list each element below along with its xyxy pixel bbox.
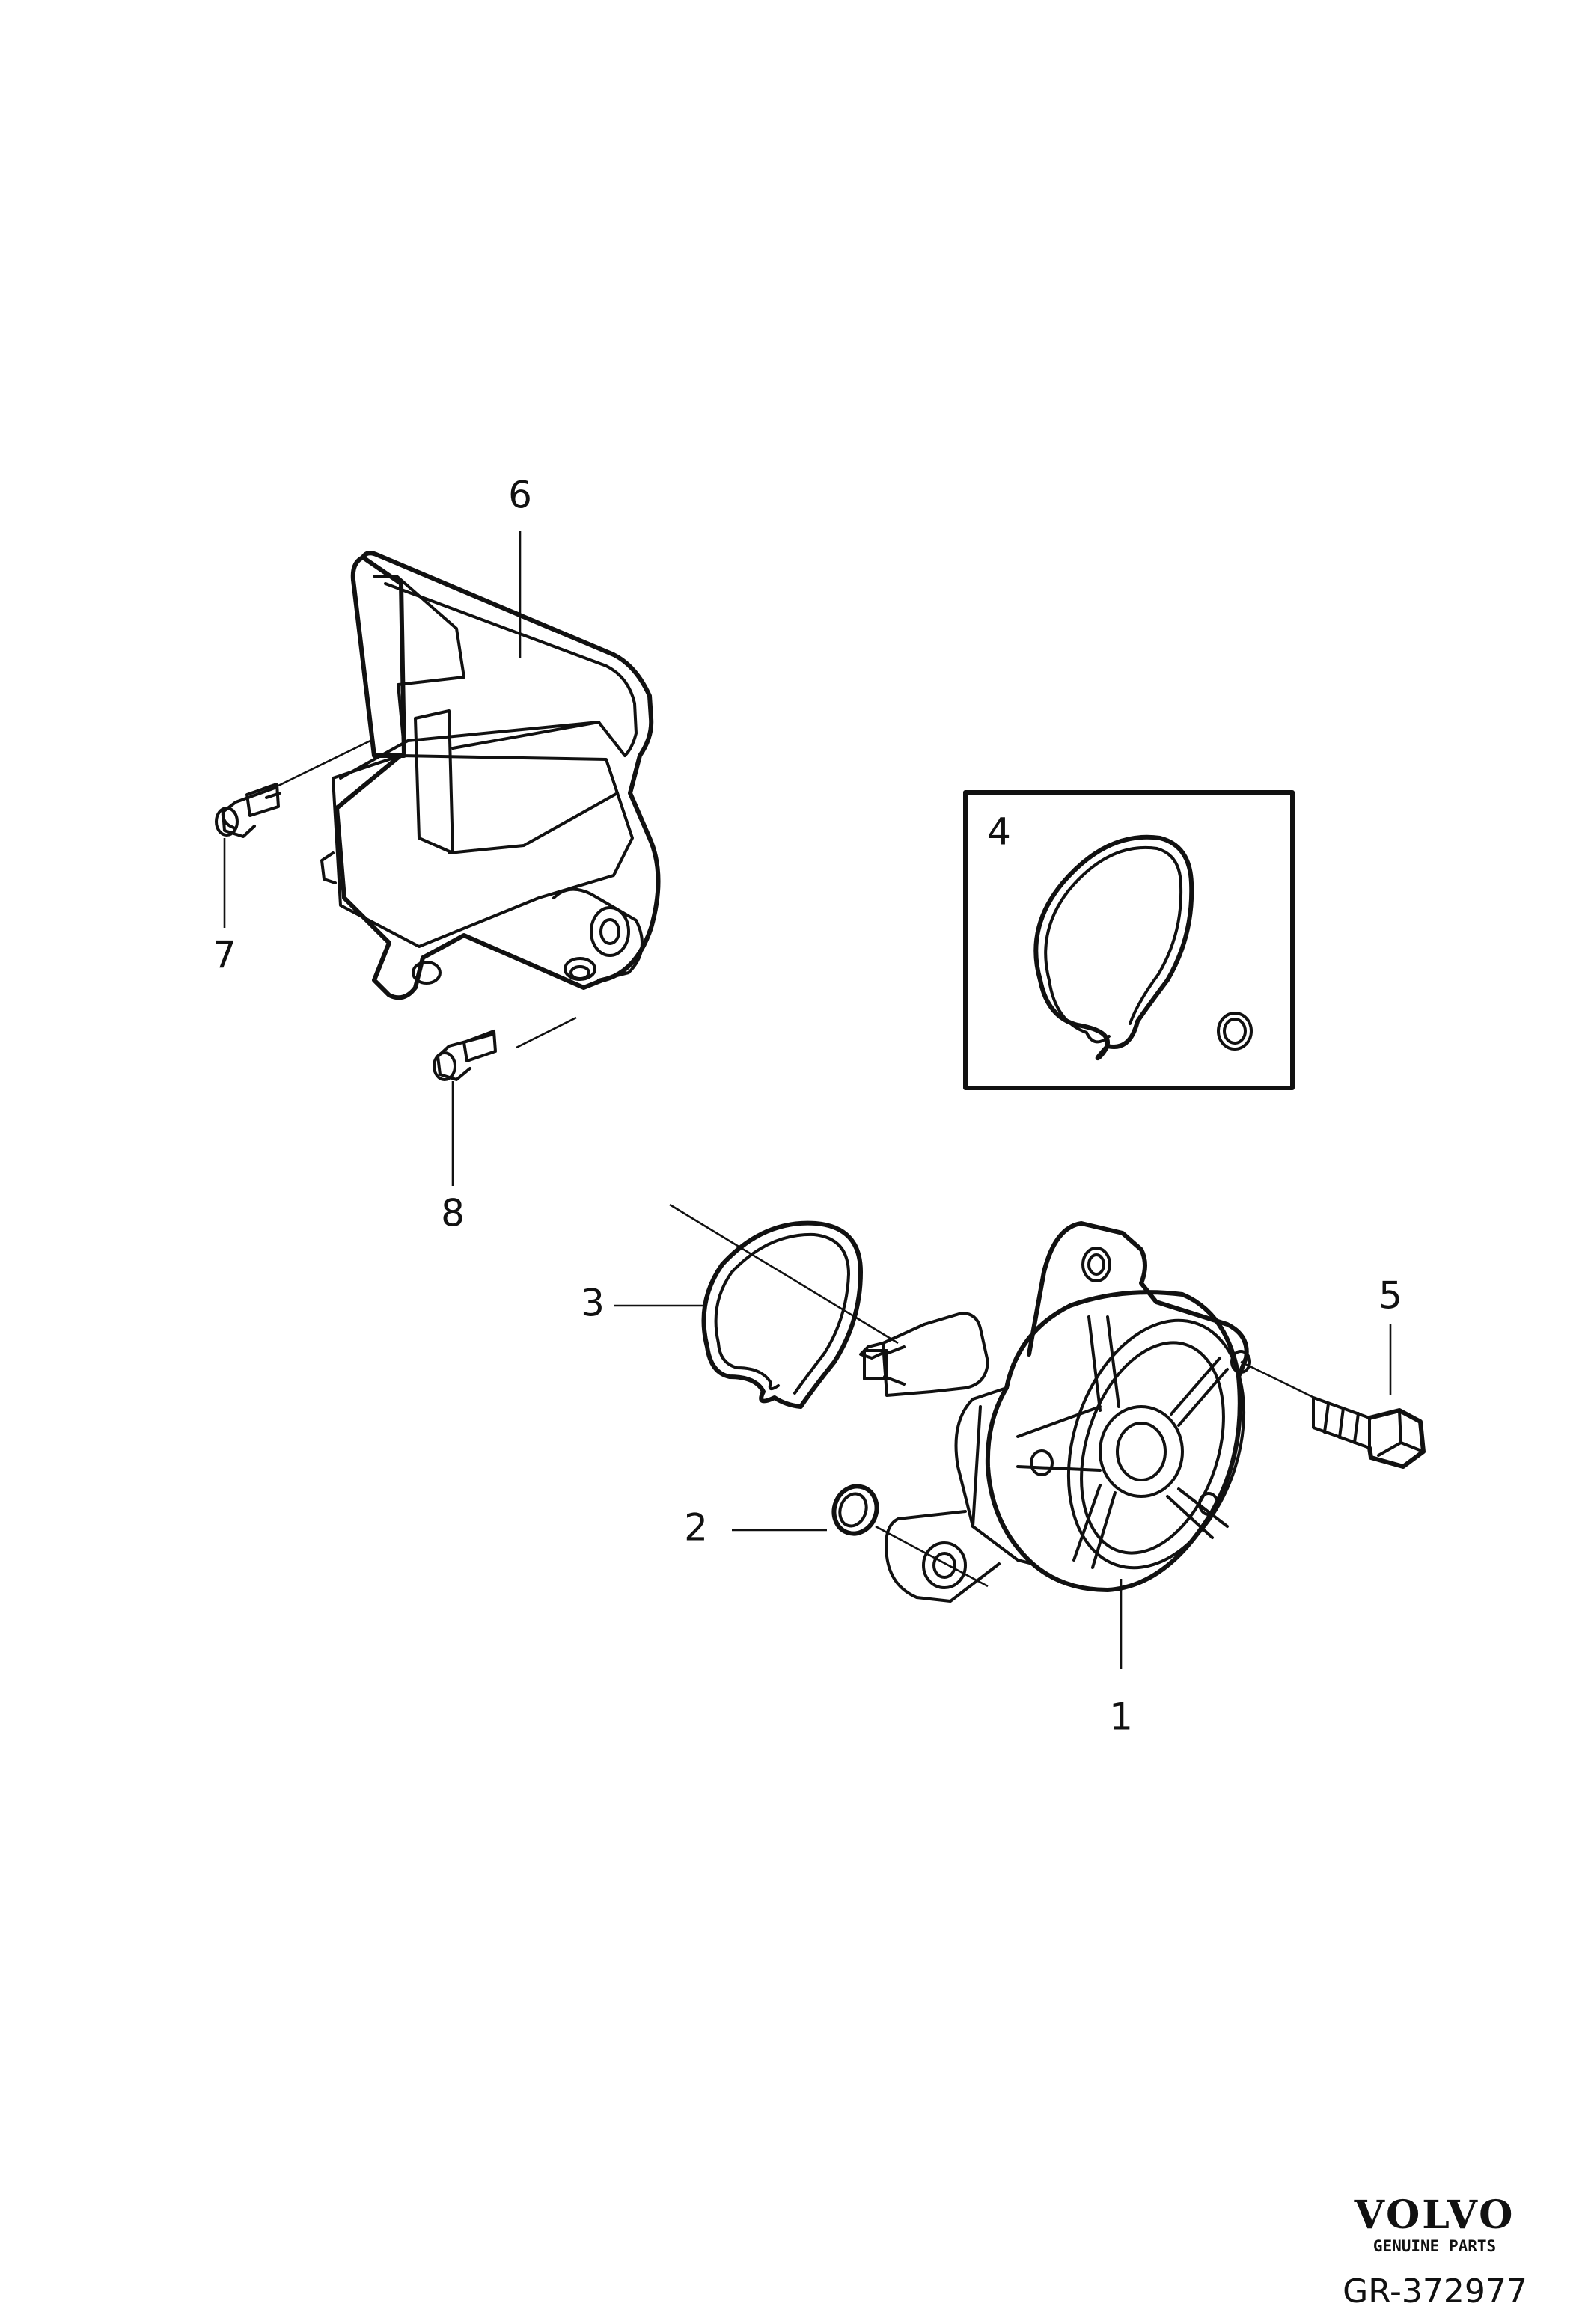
callout-4: 4	[987, 810, 1011, 854]
o-ring-large	[701, 1220, 863, 1409]
sealing-ring-small	[831, 1484, 879, 1536]
callout-2: 2	[684, 1506, 708, 1550]
seal-kit-box	[963, 790, 1295, 1090]
callout-7: 7	[213, 934, 236, 977]
callout-3: 3	[581, 1282, 605, 1325]
genuine-parts-label: GENUINE PARTS	[1372, 2237, 1497, 2255]
flange-bolt-7	[215, 783, 281, 838]
callout-labels: 1 2 3 4 5 6 7 8	[213, 474, 1402, 1739]
callout-5: 5	[1378, 1274, 1402, 1318]
callout-8: 8	[441, 1192, 465, 1235]
drawing-number: GR-372977	[1343, 2272, 1527, 2311]
flange-bolt-8	[433, 1030, 497, 1081]
hex-bolt-5	[1312, 1396, 1426, 1469]
callout-1: 1	[1109, 1695, 1133, 1739]
callout-6: 6	[508, 474, 532, 517]
leader-lines	[223, 531, 1392, 1669]
cover-housing	[320, 551, 661, 1000]
volvo-logo: VOLVO	[1354, 2192, 1515, 2238]
vacuum-pump	[859, 1221, 1251, 1603]
